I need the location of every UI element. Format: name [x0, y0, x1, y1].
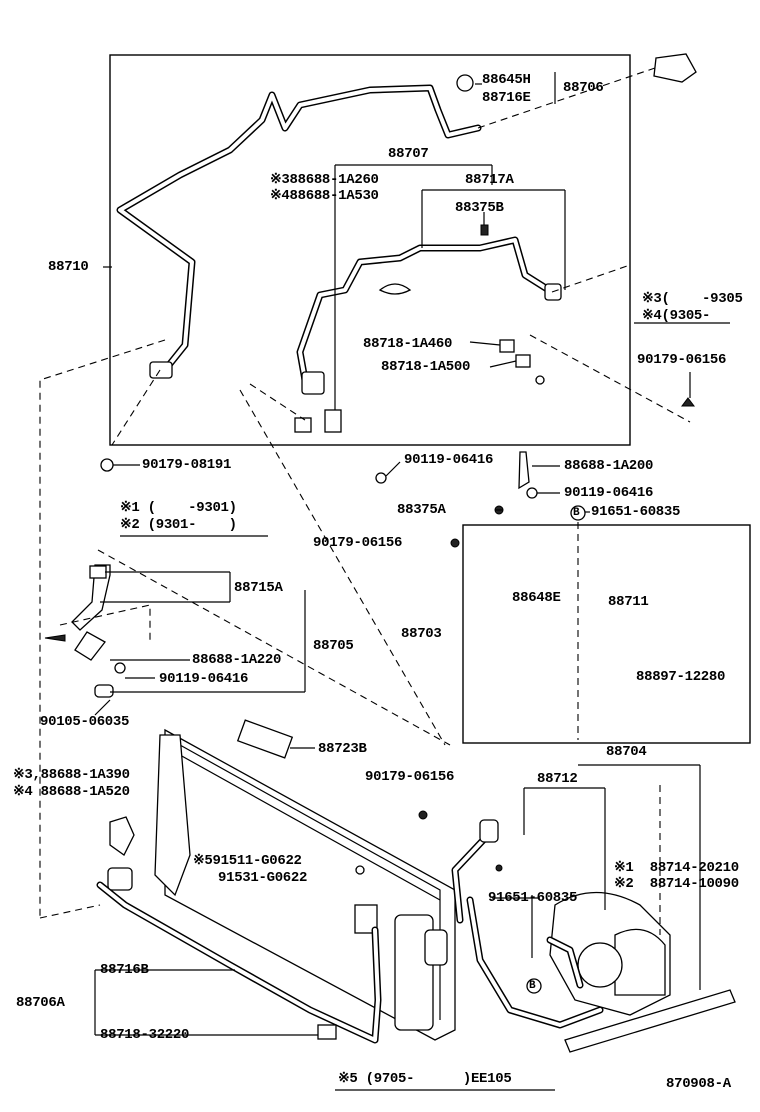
callout-88706: 88706	[563, 80, 604, 96]
leader-lines-upper	[103, 72, 730, 537]
callout-88707: 88707	[388, 146, 429, 162]
mark-b: B	[529, 980, 536, 992]
callout-88716E: 88716E	[482, 90, 531, 106]
callout-88716B: 88716B	[100, 962, 149, 978]
callout-90179-06156: 90179-06156	[637, 352, 727, 368]
callout-91531-G0622: 91531-G0622	[218, 870, 308, 886]
callout-90119-06416: 90119-06416	[159, 671, 249, 687]
callout-90119-06416: 90119-06416	[404, 452, 494, 468]
callout-90119-06416: 90119-06416	[564, 485, 654, 501]
callout-88688-1A390: ※3,88688-1A390	[13, 767, 130, 783]
callout-88688-1A520: ※4 88688-1A520	[13, 784, 130, 800]
callout-88648E: 88648E	[512, 590, 561, 606]
callout-91511-G0622: ※591511-G0622	[193, 853, 302, 869]
callout-88710: 88710	[48, 259, 89, 275]
callout-88703: 88703	[401, 626, 442, 642]
callout-90179-08191: 90179-08191	[142, 457, 232, 473]
callout-88711: 88711	[608, 594, 649, 610]
pipe-88707	[296, 224, 562, 395]
callout-88897-12280: 88897-12280	[636, 669, 726, 685]
upper-assembly-box	[109, 54, 631, 446]
callout-88688-1A260: ※388688-1A260	[270, 172, 379, 188]
callout-91651-60835: 91651-60835	[488, 890, 578, 906]
callout-88706A: 88706A	[16, 995, 65, 1011]
condenser	[154, 719, 456, 1041]
callout-91651-60835: 91651-60835	[591, 504, 681, 520]
footer-note: ※5 (9705- )EE105	[338, 1071, 512, 1087]
callout-88712: 88712	[537, 771, 578, 787]
callout-90179-06156: 90179-06156	[313, 535, 403, 551]
note-2-date-range: ※2 (9301- )	[120, 517, 237, 533]
callout-88714-20210: ※1 88714-20210	[614, 860, 739, 876]
callout-88645H: 88645H	[482, 72, 531, 88]
note-3-date-range: ※3( -9305	[642, 291, 743, 307]
mark-b-circle	[526, 978, 542, 994]
callout-88688-1A220: 88688-1A220	[192, 652, 282, 668]
callout-90105-06035: 90105-06035	[40, 714, 130, 730]
callout-88723B: 88723B	[318, 741, 367, 757]
mark-b-circle	[570, 505, 586, 521]
callout-88688-1A530: ※488688-1A530	[270, 188, 379, 204]
note-1-date-range: ※1 ( -9301)	[120, 500, 237, 516]
dashed-leaders-upper	[39, 67, 691, 919]
callout-90179-06156: 90179-06156	[365, 769, 455, 785]
callout-88704: 88704	[606, 744, 647, 760]
bracket-88715A	[44, 549, 451, 746]
callout-88718-1A460: 88718-1A460	[363, 336, 453, 352]
mark-b: B	[573, 507, 580, 519]
callout-88688-1A200: 88688-1A200	[564, 458, 654, 474]
pipe-88710	[116, 84, 482, 379]
note-4-date-range: ※4(9305-	[642, 308, 711, 324]
hose-assembly-box	[462, 524, 751, 744]
compressor-assembly	[418, 764, 736, 1053]
callout-88715A: 88715A	[234, 580, 283, 596]
callout-88375B: 88375B	[455, 200, 504, 216]
callout-88718-1A500: 88718-1A500	[381, 359, 471, 375]
figure-number: 870908-A	[666, 1076, 731, 1092]
callout-88717A: 88717A	[465, 172, 514, 188]
callout-88714-10090: ※2 88714-10090	[614, 876, 739, 892]
callout-88718-32220: 88718-32220	[100, 1027, 190, 1043]
callout-88375A: 88375A	[397, 502, 446, 518]
pipe-88716B	[94, 816, 382, 1044]
callout-88705: 88705	[313, 638, 354, 654]
